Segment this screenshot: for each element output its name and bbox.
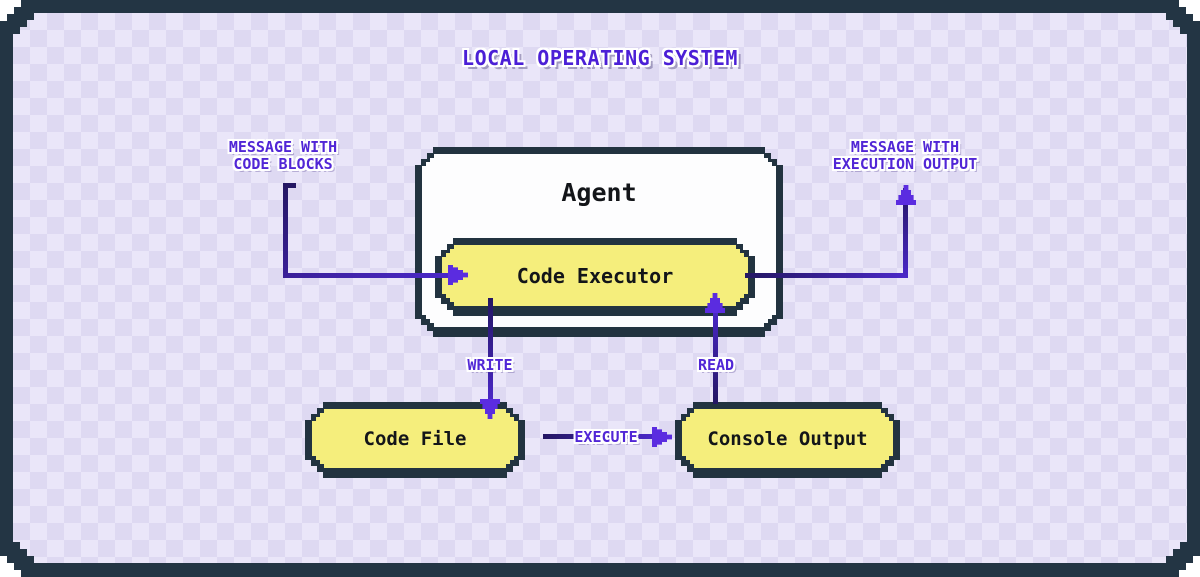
arrowhead-right-icon (448, 265, 468, 285)
console-output-node-label: Console Output (707, 427, 868, 450)
edge-code-blocks-start-cap (283, 183, 296, 188)
edge-code-blocks-vertical-line (283, 183, 288, 278)
code-executor-node-label: Code Executor (516, 263, 674, 288)
edge-label-message-with-execution-output: MESSAGE WITH EXECUTION OUTPUT (780, 139, 1030, 173)
edge-label-execute: EXECUTE (574, 428, 638, 446)
edge-label-write: WRITE (467, 356, 513, 374)
console-output-node-body: Console Output (682, 409, 893, 468)
console-output-node: Console Output (675, 402, 900, 478)
edge-execution-output-vertical-line (903, 188, 908, 278)
edge-write-line (488, 298, 493, 404)
edge-label-line1: MESSAGE WITH (850, 138, 960, 156)
edge-execution-output-horizontal-line (745, 273, 908, 278)
code-file-node-body: Code File (312, 409, 518, 468)
edge-label-line1: MESSAGE WITH (228, 138, 338, 156)
edge-execute-line (543, 434, 655, 439)
diagram-title: LOCAL OPERATING SYSTEM (462, 46, 738, 70)
arrowhead-right-icon (652, 427, 672, 447)
code-executor-node-body: Code Executor (442, 245, 748, 306)
edge-label-line2: CODE BLOCKS (233, 155, 333, 173)
code-file-node-label: Code File (363, 427, 467, 450)
code-executor-node: Code Executor (435, 238, 755, 316)
edge-read-line (713, 308, 718, 404)
edge-label-line2: EXECUTION OUTPUT (832, 155, 978, 173)
agent-node-label: Agent (561, 178, 637, 207)
edge-label-read: READ (697, 356, 735, 374)
edge-code-blocks-horizontal-line (283, 273, 453, 278)
edge-label-message-with-code-blocks: MESSAGE WITH CODE BLOCKS (158, 139, 408, 173)
